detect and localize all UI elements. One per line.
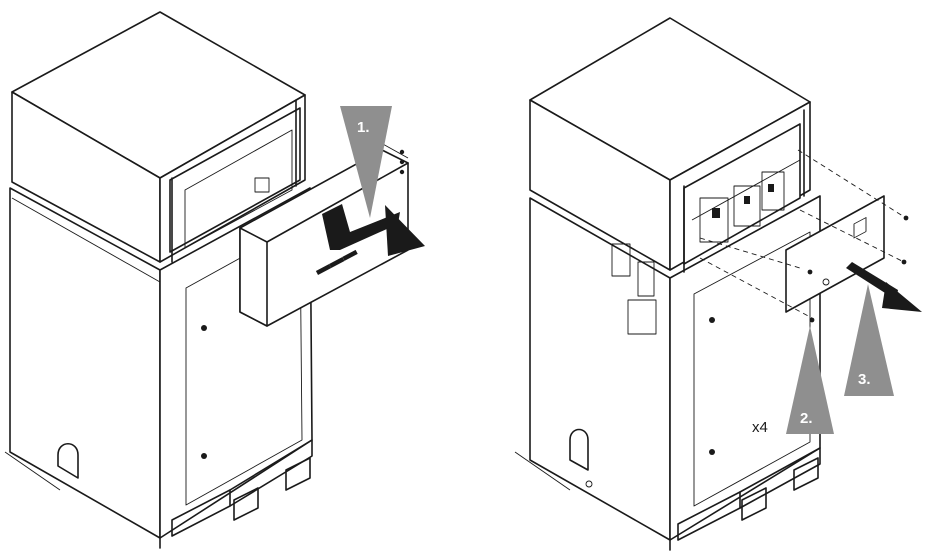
left-cabinet [4,11,313,549]
step-3-marker: 3. [844,284,894,396]
step-1-label: 1. [357,119,370,136]
step-2-marker: 2. [786,326,834,434]
removal-arrow-right [846,262,922,312]
step-2-label: 2. [800,410,813,427]
screws [807,215,909,323]
step-1-marker: 1. [340,106,392,218]
screw-count-label: x4 [752,419,768,436]
vertical-screw-strip [399,149,405,175]
removal-arrow-left [322,204,425,256]
right-cover-plate [699,149,909,323]
right-cabinet [514,17,821,551]
step-3-label: 3. [858,371,871,388]
internal-components [691,159,801,243]
